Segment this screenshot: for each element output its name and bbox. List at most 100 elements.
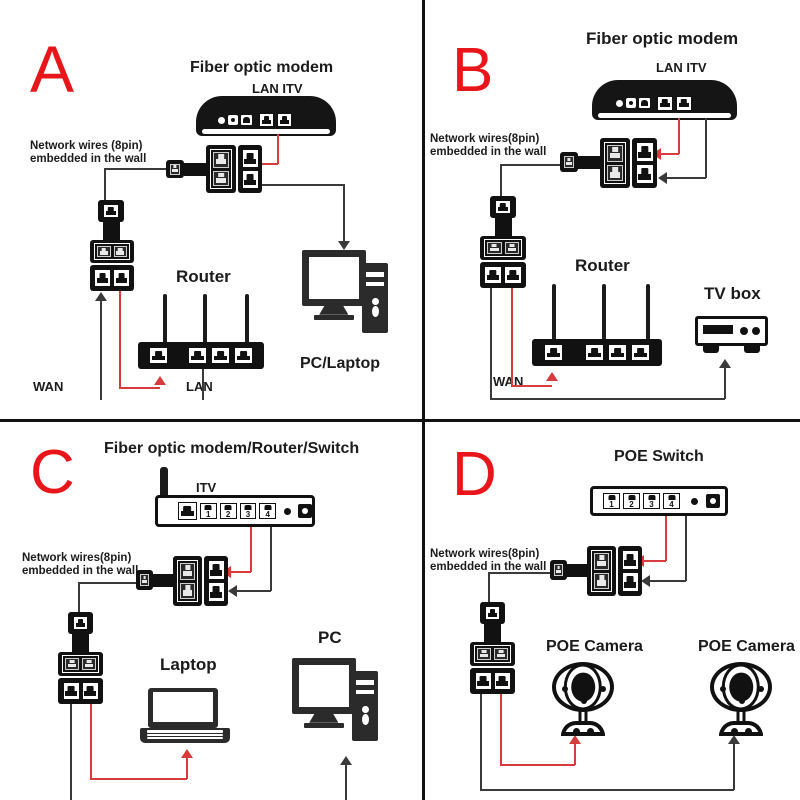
wall-outlet-jack-d xyxy=(480,602,505,624)
wall-label-line2-c: embedded in the wall xyxy=(22,565,139,578)
wire-switch-red-c xyxy=(250,527,252,572)
wire-lan-down-a xyxy=(202,369,204,400)
wall-label-line1-b: Network wires(8pin) xyxy=(430,133,540,145)
fiber-optic-modem-b xyxy=(592,80,737,120)
panel-c-subheading: ITV xyxy=(196,480,217,495)
wall-splitter-outputs-a xyxy=(238,145,262,193)
wall-splitter-inner-c xyxy=(177,560,198,602)
wall-label-leader-d xyxy=(488,572,550,574)
outlet-coupler-port-1-a xyxy=(97,246,111,257)
coupler-jack-b xyxy=(560,152,578,172)
camera-1-ir-led-3-d xyxy=(561,685,568,692)
pc-tower-c xyxy=(352,670,378,741)
camera-1-base-d xyxy=(560,721,606,737)
wall-splitter-a xyxy=(206,145,236,193)
pc-tower-drive-c xyxy=(362,714,369,726)
switch-led-c xyxy=(284,507,292,515)
poe-port-4-d: 4 xyxy=(663,493,680,509)
router-lan-port-2-b xyxy=(608,344,627,361)
wall-outlet-top-port-d xyxy=(485,606,500,620)
wall-outlet-jack-c xyxy=(68,612,93,634)
wall-splitter-d xyxy=(587,546,616,596)
outlet-coupler-port-2-c xyxy=(82,658,96,670)
wall-label-leader-a xyxy=(104,168,166,170)
wall-outlet-neck-c xyxy=(72,634,89,652)
coupler-port-icon-b xyxy=(564,156,574,168)
panel-c-pc-label: PC xyxy=(318,628,342,647)
modem-port-row xyxy=(218,113,292,127)
wall-label-leader-down-d xyxy=(488,572,490,608)
wall-label-leader-c xyxy=(78,582,136,584)
router-lan-port-2-a xyxy=(211,347,230,364)
splitter-out-top-b xyxy=(635,142,654,162)
wall-outlet-jack-b xyxy=(490,196,516,218)
router-lan-port-3-b xyxy=(631,344,650,361)
wire-outlet-cam2-d xyxy=(480,694,482,791)
pc-power-button-c xyxy=(362,705,369,713)
wire-modem-lan-b xyxy=(678,118,680,154)
splitter-out-bottom-d xyxy=(621,572,639,592)
panel-letter-d: D xyxy=(452,440,497,509)
camera-2-ir-led-3-d xyxy=(719,685,726,692)
wire-outlet-to-wan-a xyxy=(119,291,121,388)
laptop-keyboard-c xyxy=(140,727,230,744)
outlet-port-1-c xyxy=(62,682,80,700)
wire-modem-to-splitter-a-h xyxy=(258,163,278,165)
wall-outlet-faceplate-a xyxy=(90,265,134,291)
poe-port-3-d: 3 xyxy=(643,493,660,509)
switch-power-jack-c xyxy=(298,504,312,518)
panel-letter-b: B xyxy=(452,36,494,105)
camera-1-neck-d xyxy=(578,710,588,721)
wire-outlet-to-wan-b xyxy=(511,288,513,386)
pc-monitor-foot-a xyxy=(314,314,354,321)
modem-indicator-dot-icon xyxy=(218,116,225,124)
tv-box-foot-1-b xyxy=(703,346,719,353)
panel-b-tvbox-label: TV box xyxy=(704,284,761,303)
panel-c: C Fiber optic modem/Router/Switch ITV 1 … xyxy=(0,400,400,800)
wire-outlet-tv-down-b xyxy=(490,288,492,399)
panel-c-laptop-label: Laptop xyxy=(160,655,217,674)
wall-splitter-inner-d xyxy=(591,550,612,592)
arrow-pc-c xyxy=(340,756,352,765)
router-wan-port-a xyxy=(149,347,168,364)
splitter-out-top-d xyxy=(621,550,639,570)
panel-a: A Fiber optic modem LAN ITV Network wire… xyxy=(0,0,400,400)
camera-1-base-dot-1-d xyxy=(573,728,581,736)
wire-poe-black-d xyxy=(685,516,687,581)
wire-splitter-to-pc-a xyxy=(262,184,344,186)
wall-outlet-neck-b xyxy=(495,218,512,236)
panel-b-router-label: Router xyxy=(575,256,630,275)
splitter-port-bottom-c xyxy=(180,582,195,599)
switch-port-2-c: 2 xyxy=(219,503,237,519)
poe-switch-led-d xyxy=(691,497,698,505)
router-antenna-3-a xyxy=(245,294,249,344)
wall-outlet-coupler-b xyxy=(480,236,526,260)
modem-lip xyxy=(201,129,331,134)
modem-power-jack-icon xyxy=(228,115,238,125)
splitter-out-bottom-a xyxy=(241,170,259,189)
outlet-port-1-b xyxy=(484,266,502,284)
wire-outlet-tv-up-b xyxy=(724,366,726,399)
panel-c-heading: Fiber optic modem/Router/Switch xyxy=(104,440,360,457)
wire-lan-up-a xyxy=(100,298,102,400)
panel-a-wall-label: Network wires (8pin) embedded in the wal… xyxy=(30,140,146,166)
wire-outlet-to-wan-h-a xyxy=(119,387,160,389)
panel-divider-horizontal xyxy=(0,419,800,422)
camera-1-ir-led-4-d xyxy=(600,685,607,692)
wall-label-line1-c: Network wires(8pin) xyxy=(22,552,132,564)
coupler-barrel-d xyxy=(567,564,589,577)
splitter-port-top-c xyxy=(180,563,195,580)
coupler-jack-c xyxy=(136,570,153,590)
pc-power-button-a xyxy=(372,297,379,305)
pc-tower-bay-1-a xyxy=(366,272,384,278)
wire-outlet-tv-h-b xyxy=(490,398,725,400)
coupler-port-icon xyxy=(170,163,180,175)
panel-c-wall-label: Network wires(8pin) embedded in the wall xyxy=(22,552,138,578)
panel-d-wall-label: Network wires(8pin) embedded in the wall xyxy=(430,548,546,574)
splitter-out-bottom-c xyxy=(207,582,225,602)
splitter-port-bottom-b xyxy=(607,164,623,181)
poe-port-2-d: 2 xyxy=(623,493,640,509)
router-antenna-2-b xyxy=(602,284,606,340)
coupler-port-icon-d xyxy=(554,564,563,576)
wire-poe-black-h-d xyxy=(649,580,686,582)
